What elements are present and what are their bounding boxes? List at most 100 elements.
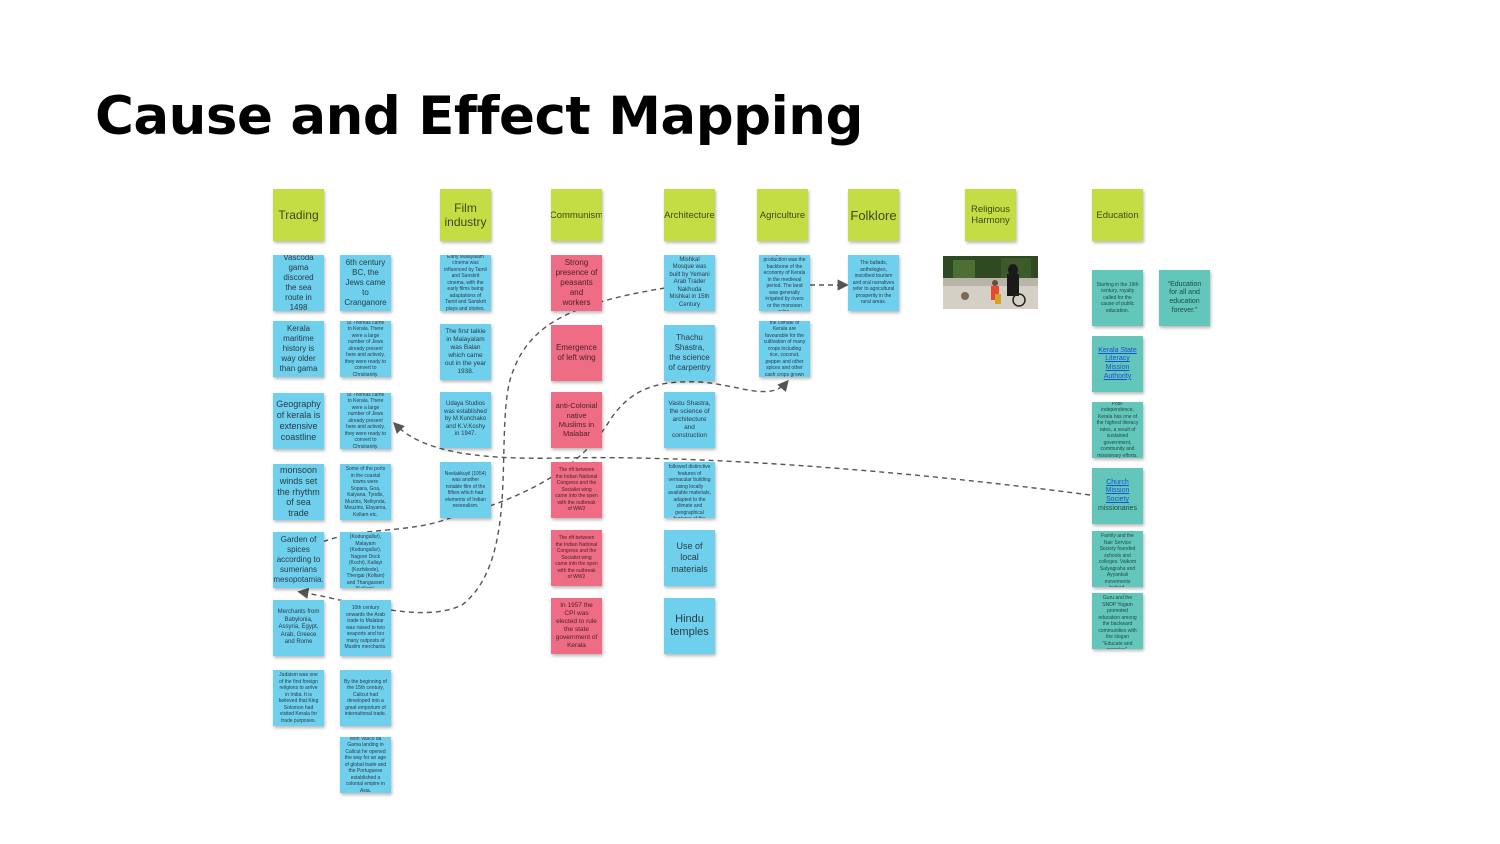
note-text: The style of architecture followed disti… (668, 462, 711, 518)
note-text: Kerala maritime history is way older tha… (279, 324, 318, 373)
note-text: “Education for all and education forever… (1167, 280, 1202, 314)
category-label: Religious Harmony (970, 204, 1011, 226)
note-trading-port-towns[interactable]: Muziris (Kodungallur), Malayam (Kodungal… (340, 532, 391, 588)
note-agriculture-production[interactable]: Agricultural production was the backbone… (759, 255, 810, 311)
note-text: Thachu Shastra, the science of carpentry (668, 333, 711, 372)
category-trading[interactable]: Trading (273, 189, 324, 241)
note-film-first-talkie[interactable]: The first talkie in Malayalam was Balan … (440, 324, 491, 380)
category-education[interactable]: Education (1092, 189, 1143, 241)
note-trading-st-thomas-2[interactable]: St Thomas came to Kerala. There were a l… (340, 393, 391, 449)
note-film-early-cinema[interactable]: Early Malayalam cinema was influenced by… (440, 255, 491, 311)
note-text: Neelakkuyil (1954) was another notable f… (444, 470, 487, 510)
note-text: Some of the ports in the coastal towns w… (344, 466, 387, 518)
note-architecture-thachu-shastra[interactable]: Thachu Shastra, the science of carpentry (664, 325, 715, 381)
religious-harmony-photo[interactable] (943, 256, 1038, 309)
category-label: Education (1096, 209, 1139, 221)
note-text: With Vasco da Gama landing in Calicut he… (344, 737, 387, 793)
note-architecture-local-materials[interactable]: Use of local materials (664, 530, 715, 586)
note-text: Post-independence, Kerala has one of the… (1096, 402, 1139, 458)
note-text: Garden of spices according to sumerians … (273, 535, 324, 584)
note-agriculture-soil-climate[interactable]: The rich soil and the climate of Kerala … (759, 321, 810, 377)
note-trading-monsoon[interactable]: monsoon winds set the rhythm of sea trad… (273, 464, 324, 520)
note-text: Udaya Studios was established by M.Kunch… (444, 401, 487, 438)
note-text: Merchants from Babylonia, Assyria, Egypt… (277, 609, 320, 646)
note-trading-geography[interactable]: Geography of kerala is extensive coastli… (273, 393, 324, 449)
note-communism-peasants[interactable]: Strong presence of peasants and workers (551, 255, 602, 311)
note-text: Judaism was one of the first foreign rel… (278, 672, 319, 724)
category-agriculture[interactable]: Agriculture (757, 189, 808, 241)
category-communism[interactable]: Communism (551, 189, 602, 241)
note-text: Use of local materials (671, 541, 708, 574)
note-trading-global-trade[interactable]: With Vasco da Gama landing in Calicut he… (340, 737, 391, 793)
church-mission-link[interactable]: Church Mission Society (1105, 478, 1130, 504)
note-text: Geography of kerala is extensive coastli… (276, 399, 321, 442)
category-label: Communism (551, 209, 602, 221)
note-architecture-mishkal-mosque[interactable]: Mishkal Mosque was built by Yemani Arab … (664, 255, 715, 311)
note-text: anti-Colonial native Muslims in Malabar (555, 401, 598, 439)
note-text: 6th century BC, the Jews came to Crangan… (344, 258, 387, 307)
note-text: Early Malayalam cinema was influenced by… (444, 255, 487, 311)
connector-arrow (393, 421, 1091, 496)
note-trading-maritime-history[interactable]: Kerala maritime history is way older tha… (273, 321, 324, 377)
note-text: missionaries (1098, 504, 1137, 512)
category-label: Agriculture (759, 209, 806, 221)
category-label: Architecture (664, 209, 715, 221)
note-text: The rich soil and the climate of Kerala … (763, 321, 806, 377)
note-trading-calicut[interactable]: By the beginning of the 15th century, Ca… (340, 670, 391, 726)
note-education-post-independence[interactable]: Post-independence, Kerala has one of the… (1092, 402, 1143, 458)
note-education-royalty[interactable]: Starting in the 19th century, royalty ca… (1092, 270, 1143, 326)
note-text: The first talkie in Malayalam was Balan … (444, 327, 487, 376)
note-architecture-hindu-temples[interactable]: Hindu temples (664, 598, 715, 654)
note-text: monsoon winds set the rhythm of sea trad… (277, 465, 320, 519)
slide-title: Cause and Effect Mapping (95, 86, 863, 147)
note-film-neelakkuyil[interactable]: Neelakkuyil (1954) was another notable f… (440, 462, 491, 518)
note-text: Strong presence of peasants and workers (555, 258, 598, 307)
note-education-travancore[interactable]: Travancore Royal Family and the Nair Ser… (1092, 531, 1143, 587)
note-trading-merchants[interactable]: Merchants from Babylonia, Assyria, Egypt… (273, 600, 324, 656)
note-architecture-vernacular[interactable]: The style of architecture followed disti… (664, 462, 715, 518)
note-trading-garden-of-spices[interactable]: Garden of spices according to sumerians … (273, 532, 324, 588)
category-folklore[interactable]: Folklore (848, 189, 899, 241)
note-trading-jews-cranganore[interactable]: 6th century BC, the Jews came to Crangan… (340, 255, 391, 311)
note-text: Muziris (Kodungallur), Malayam (Kodungal… (346, 532, 385, 588)
note-text: Emergence of left wing (556, 343, 597, 362)
note-folklore-ballads[interactable]: The ballads, anthologies, inscribed tour… (848, 255, 899, 311)
note-education-literacy-mission[interactable]: Kerala State Literacy Mission Authority (1092, 336, 1143, 392)
literacy-mission-link[interactable]: Kerala State Literacy Mission Authority (1098, 346, 1137, 380)
note-text: St Thomas came to Kerala. There were a l… (344, 393, 387, 449)
note-trading-arab-trade[interactable]: 10th century onwards the Arab trade to M… (340, 600, 391, 656)
note-text: The rift between the Indian National Con… (555, 535, 598, 581)
category-film-industry[interactable]: Film industry (440, 189, 491, 241)
note-education-for-all[interactable]: “Education for all and education forever… (1159, 270, 1210, 326)
category-label: Film industry (444, 201, 487, 229)
note-communism-rift-1[interactable]: The rift between the Indian National Con… (551, 462, 602, 518)
note-text: 10th century onwards the Arab trade to M… (344, 605, 387, 651)
note-text: Hindu temples (670, 612, 709, 638)
note-communism-cpi-1957[interactable]: In 1957 the CPI was elected to rule the … (551, 598, 602, 654)
category-religious-harmony[interactable]: Religious Harmony (965, 189, 1016, 241)
note-trading-vasco-da-gama[interactable]: Vascoda gama discored the sea route in 1… (273, 255, 324, 311)
category-label: Folklore (850, 207, 897, 223)
note-text: The ballads, anthologies, inscribed tour… (852, 260, 895, 306)
note-text: The rift between the Indian National Con… (555, 467, 598, 513)
category-architecture[interactable]: Architecture (664, 189, 715, 241)
note-text: In 1957 the CPI was elected to rule the … (555, 601, 598, 650)
note-communism-left-wing[interactable]: Emergence of left wing (551, 325, 602, 381)
note-education-sndp[interactable]: Sree Narayana Guru and the SNDP Yogam pr… (1092, 593, 1143, 649)
note-text: Travancore Royal Family and the Nair Ser… (1098, 531, 1137, 587)
note-text: St Thomas came to Kerala. There were a l… (344, 321, 387, 377)
category-label: Trading (278, 208, 319, 222)
note-text: Vascoda gama discored the sea route in 1… (283, 255, 314, 311)
note-text: Mishkal Mosque was built by Yemani Arab … (669, 256, 710, 308)
note-communism-rift-2[interactable]: The rift between the Indian National Con… (551, 530, 602, 586)
note-film-udaya-studios[interactable]: Udaya Studios was established by M.Kunch… (440, 392, 491, 448)
note-text: By the beginning of the 15th century, Ca… (344, 678, 387, 718)
note-text: Starting in the 19th century, royalty ca… (1096, 281, 1139, 314)
note-communism-anti-colonial[interactable]: anti-Colonial native Muslims in Malabar (551, 392, 602, 448)
note-trading-judaism[interactable]: Judaism was one of the first foreign rel… (273, 670, 324, 726)
note-architecture-vastu-shastra[interactable]: Vastu Shastra, the science of architectu… (664, 392, 715, 448)
note-text: Vastu Shastra, the science of architectu… (668, 399, 711, 440)
note-trading-st-thomas[interactable]: St Thomas came to Kerala. There were a l… (340, 321, 391, 377)
note-trading-ports[interactable]: Some of the ports in the coastal towns w… (340, 464, 391, 520)
